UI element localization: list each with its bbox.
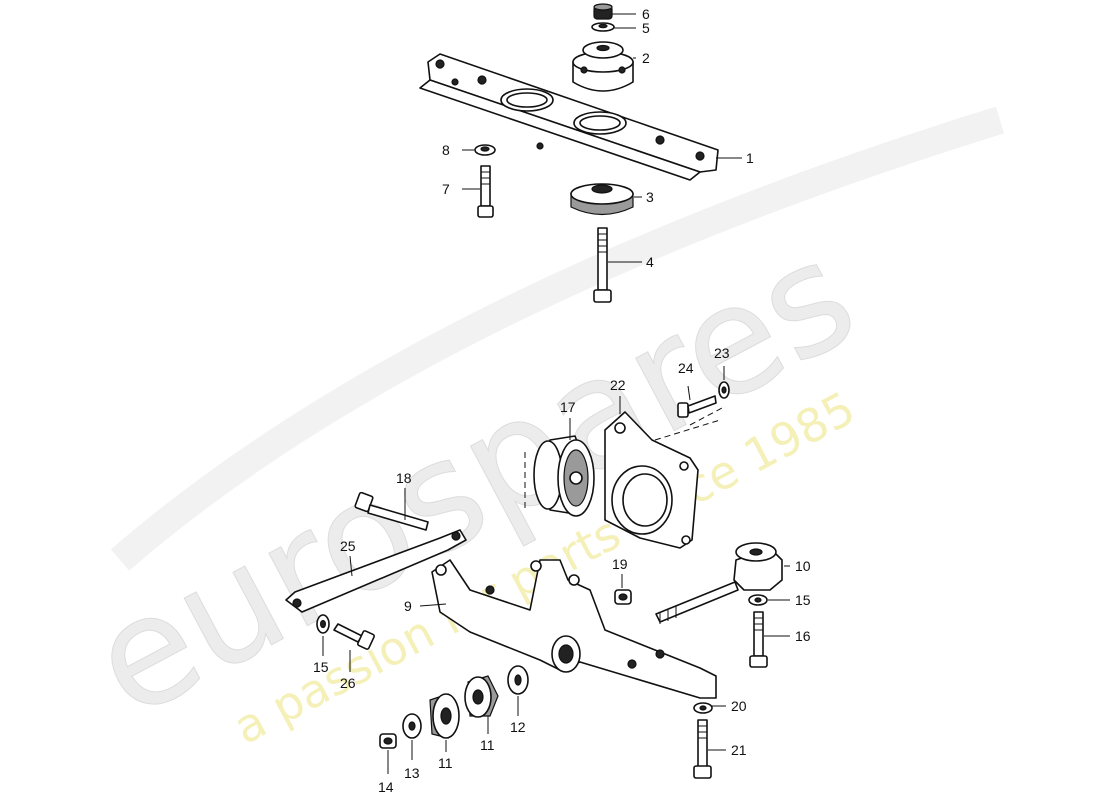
guide-line-22 bbox=[689, 407, 723, 426]
callout-1: 1 bbox=[746, 150, 754, 166]
callout-24: 24 bbox=[678, 360, 694, 376]
callout-11-small: 11 bbox=[438, 755, 453, 771]
callout-22: 22 bbox=[610, 377, 626, 393]
part-26-bolt bbox=[333, 623, 375, 650]
callout-20: 20 bbox=[731, 698, 747, 714]
part-18-bolt bbox=[354, 491, 429, 531]
guide-line-24 bbox=[654, 419, 721, 441]
part-10-bushing-stud bbox=[655, 542, 783, 624]
callout-10: 10 bbox=[795, 558, 811, 574]
callout-11-large: 11 bbox=[480, 737, 495, 753]
callout-26: 26 bbox=[340, 675, 356, 691]
callout-6: 6 bbox=[642, 6, 650, 22]
part-11-bushing-small bbox=[429, 693, 460, 739]
callout-4: 4 bbox=[646, 254, 654, 270]
callout-18: 18 bbox=[396, 470, 412, 486]
part-16-bolt bbox=[749, 611, 768, 668]
part-8-nut bbox=[474, 144, 496, 156]
part-12-washer bbox=[507, 665, 529, 695]
part-3-rubber-pad bbox=[570, 183, 634, 216]
callout-12: 12 bbox=[510, 719, 526, 735]
part-24-bolt bbox=[677, 395, 717, 418]
part-7-bolt bbox=[477, 165, 494, 218]
callout-9: 9 bbox=[404, 598, 412, 614]
callout-17: 17 bbox=[560, 399, 576, 415]
part-23-washer bbox=[718, 381, 730, 399]
callout-13: 13 bbox=[404, 765, 420, 781]
part-21-bolt bbox=[693, 719, 712, 779]
part-15-washer-left bbox=[316, 614, 330, 634]
callout-15-right: 15 bbox=[795, 592, 811, 608]
part-2-rubber-mount bbox=[572, 41, 634, 92]
part-20-washer bbox=[693, 702, 713, 714]
part-19-nut bbox=[614, 589, 632, 605]
part-13-washer bbox=[402, 713, 422, 739]
callout-25: 25 bbox=[340, 538, 356, 554]
watermark: eurospares a passion for parts since 198… bbox=[65, 106, 1005, 755]
callout-5: 5 bbox=[642, 20, 650, 36]
leader-lines bbox=[322, 13, 790, 774]
callout-15-left: 15 bbox=[313, 659, 329, 675]
part-6-nut bbox=[593, 3, 613, 20]
callout-8: 8 bbox=[442, 142, 450, 158]
callout-19: 19 bbox=[612, 556, 628, 572]
part-5-washer bbox=[591, 22, 615, 32]
callout-16: 16 bbox=[795, 628, 811, 644]
part-15-washer-right bbox=[748, 594, 768, 606]
part-4-long-bolt bbox=[593, 227, 612, 303]
part-1-crossmember bbox=[419, 53, 719, 181]
part-9-lower-bracket bbox=[431, 559, 717, 699]
callout-23: 23 bbox=[714, 345, 730, 361]
part-17-bushing bbox=[533, 435, 595, 517]
callout-3: 3 bbox=[646, 189, 654, 205]
part-22-bracket bbox=[604, 411, 699, 549]
part-25-link-rod bbox=[285, 529, 467, 613]
callout-2: 2 bbox=[642, 50, 650, 66]
callout-21: 21 bbox=[731, 742, 747, 758]
part-11-bushing-large bbox=[464, 675, 499, 718]
callout-14: 14 bbox=[378, 779, 394, 795]
part-14-nut bbox=[379, 733, 397, 749]
callout-7: 7 bbox=[442, 181, 450, 197]
callout-labels: 6 5 2 1 8 7 3 4 24 23 22 17 18 25 19 10 … bbox=[313, 6, 811, 795]
